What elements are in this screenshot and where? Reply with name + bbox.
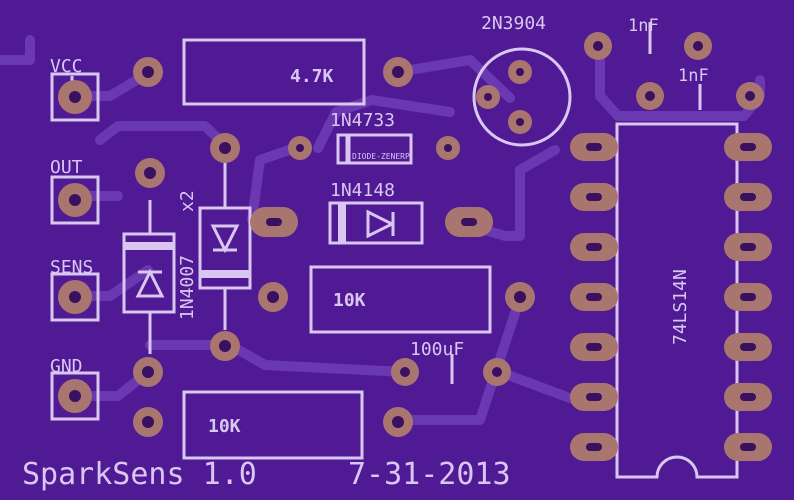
- pad: [133, 407, 163, 437]
- resistor-4k7-label: 4.7K: [290, 66, 334, 87]
- ic-74ls14-label: 74LS14N: [670, 269, 691, 345]
- transistor-label: 2N3904: [481, 13, 546, 34]
- pad: [476, 85, 500, 109]
- board-title: SparkSens 1.0: [22, 457, 257, 492]
- ic-74ls14-outline: [615, 122, 739, 479]
- connector-gnd[interactable]: [50, 371, 100, 421]
- pad: [133, 357, 163, 387]
- diode-quantity-label: x2: [177, 190, 198, 212]
- resistor-10k-bottom-label: 10K: [208, 416, 241, 437]
- connector-vcc[interactable]: [50, 72, 100, 122]
- pad: [508, 110, 532, 134]
- ic-pins-left: [570, 133, 618, 461]
- pad: [133, 57, 163, 87]
- resistor-10k-middle-outline: [309, 265, 492, 334]
- connector-out[interactable]: [50, 175, 100, 225]
- capacitor-1nf-left-label: 1nF: [628, 16, 659, 36]
- label-out: OUT: [50, 157, 83, 178]
- zener-diode-outline: [336, 133, 413, 165]
- pad: [258, 282, 288, 312]
- connector-pads: [50, 72, 100, 421]
- diode-1n4148-label: 1N4148: [330, 180, 395, 201]
- label-gnd: GND: [50, 356, 83, 377]
- ic-pins-right: [724, 133, 772, 461]
- pad: [736, 82, 764, 110]
- pad: [483, 358, 511, 386]
- pad: [436, 136, 460, 160]
- pad: [584, 32, 612, 60]
- zener-diode-label: 1N4733: [330, 110, 395, 131]
- pad: [508, 60, 532, 84]
- component-pads: [133, 32, 764, 437]
- oval-pads: [250, 133, 772, 461]
- pad: [505, 282, 535, 312]
- label-sens: SENS: [50, 257, 93, 278]
- pad: [210, 133, 240, 163]
- pad: [383, 407, 413, 437]
- transistor-outline: [472, 47, 572, 147]
- silkscreen: [70, 22, 739, 479]
- pad: [391, 358, 419, 386]
- silkscreen-text: VCC OUT SENS GND 4.7K 10K 10K 2N3904 1nF…: [22, 13, 709, 492]
- board-date: 7-31-2013: [348, 457, 511, 492]
- resistor-10k-middle-label: 10K: [333, 290, 366, 311]
- pad: [383, 57, 413, 87]
- diode-1n4148-outline: [328, 201, 424, 245]
- label-vcc: VCC: [50, 56, 83, 77]
- capacitor-100uf-label: 100uF: [410, 339, 464, 360]
- resistor-10k-bottom-outline: [182, 390, 364, 460]
- connector-sens[interactable]: [50, 272, 100, 322]
- diode-1n4007-label: 1N4007: [177, 255, 198, 320]
- resistor-4k7-outline: [182, 38, 366, 106]
- pad: [636, 82, 664, 110]
- capacitor-1nf-right-label: 1nF: [678, 66, 709, 86]
- pad: [210, 331, 240, 361]
- pad: [135, 158, 165, 188]
- zener-package-label: DIODE-ZENERP: [352, 152, 410, 161]
- pad: [288, 136, 312, 160]
- pad: [684, 32, 712, 60]
